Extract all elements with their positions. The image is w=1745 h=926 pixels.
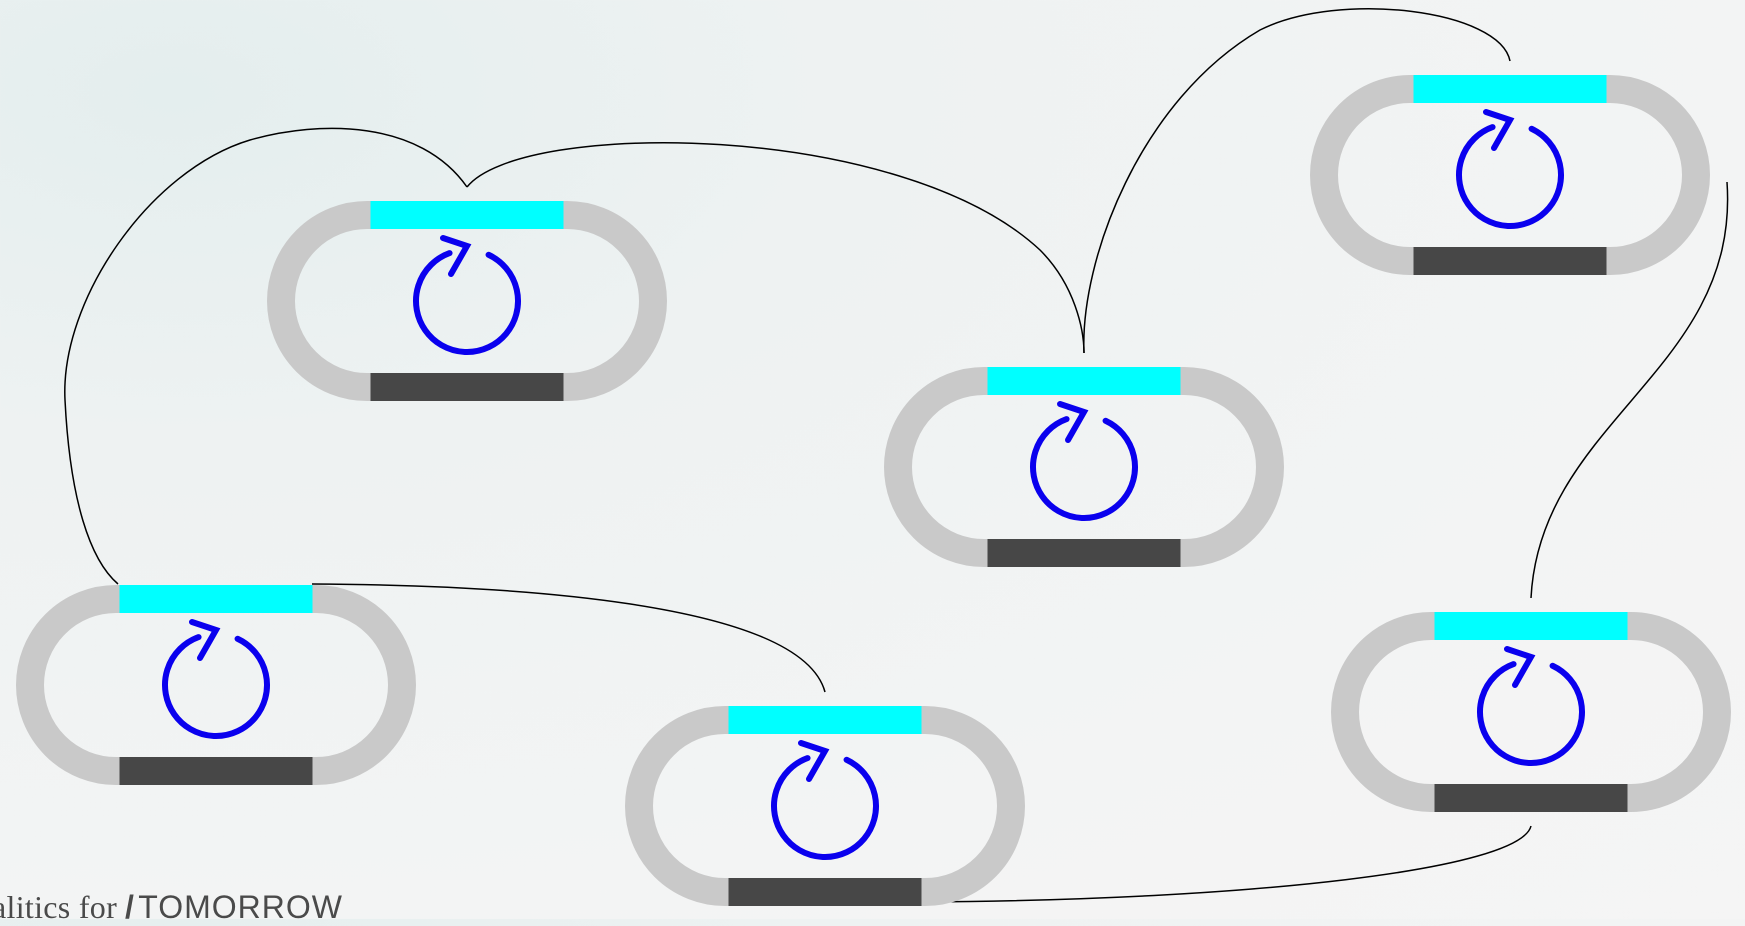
refresh-arrowhead	[1057, 401, 1089, 443]
input-port	[370, 201, 564, 229]
refresh-icon	[1030, 401, 1138, 521]
refresh-arc	[162, 634, 270, 739]
output-port	[119, 757, 313, 785]
edge-n1-n4	[64, 127, 468, 585]
refresh-arrowhead	[440, 235, 472, 277]
input-port	[1413, 75, 1607, 103]
node-track	[1331, 612, 1731, 812]
refresh-icon	[413, 235, 521, 355]
output-port	[987, 539, 1181, 567]
input-port	[987, 367, 1181, 395]
node-n5[interactable]	[625, 706, 1025, 906]
node-track	[1310, 75, 1710, 275]
nodes-layer	[16, 75, 1731, 906]
refresh-arrowhead	[1504, 646, 1536, 688]
node-n3[interactable]	[884, 367, 1284, 567]
refresh-arc	[1477, 661, 1585, 766]
node-track	[16, 585, 416, 785]
output-port	[1413, 247, 1607, 275]
input-port	[119, 585, 313, 613]
footer-tagline: alitics for	[0, 889, 118, 925]
output-port	[1434, 784, 1628, 812]
refresh-icon	[1477, 646, 1585, 766]
refresh-arrowhead	[1483, 109, 1515, 151]
output-port	[370, 373, 564, 401]
edge-n2-n6	[1530, 181, 1729, 599]
refresh-icon	[1456, 109, 1564, 229]
edge-n1-n3	[466, 141, 1085, 354]
refresh-icon	[771, 740, 879, 860]
node-n2[interactable]	[1310, 75, 1710, 275]
edge-n6-n5	[921, 825, 1532, 903]
refresh-arc	[413, 250, 521, 355]
refresh-arrowhead	[189, 619, 221, 661]
edge-n3-n2	[1083, 8, 1511, 354]
refresh-icon	[162, 619, 270, 739]
output-port	[728, 878, 922, 906]
footer-slash: /	[125, 889, 135, 925]
refresh-arc	[1030, 416, 1138, 521]
edge-n4-n5	[311, 583, 826, 693]
node-track	[267, 201, 667, 401]
node-n4[interactable]	[16, 585, 416, 785]
node-n1[interactable]	[267, 201, 667, 401]
node-track	[625, 706, 1025, 906]
edges-layer	[64, 8, 1729, 903]
refresh-arrowhead	[798, 740, 830, 782]
input-port	[1434, 612, 1628, 640]
refresh-arc	[1456, 124, 1564, 229]
footer-brand: TOMORROW	[138, 889, 343, 925]
footer-branding: alitics for/TOMORROW	[0, 889, 343, 926]
refresh-arc	[771, 755, 879, 860]
input-port	[728, 706, 922, 734]
node-track	[884, 367, 1284, 567]
node-n6[interactable]	[1331, 612, 1731, 812]
